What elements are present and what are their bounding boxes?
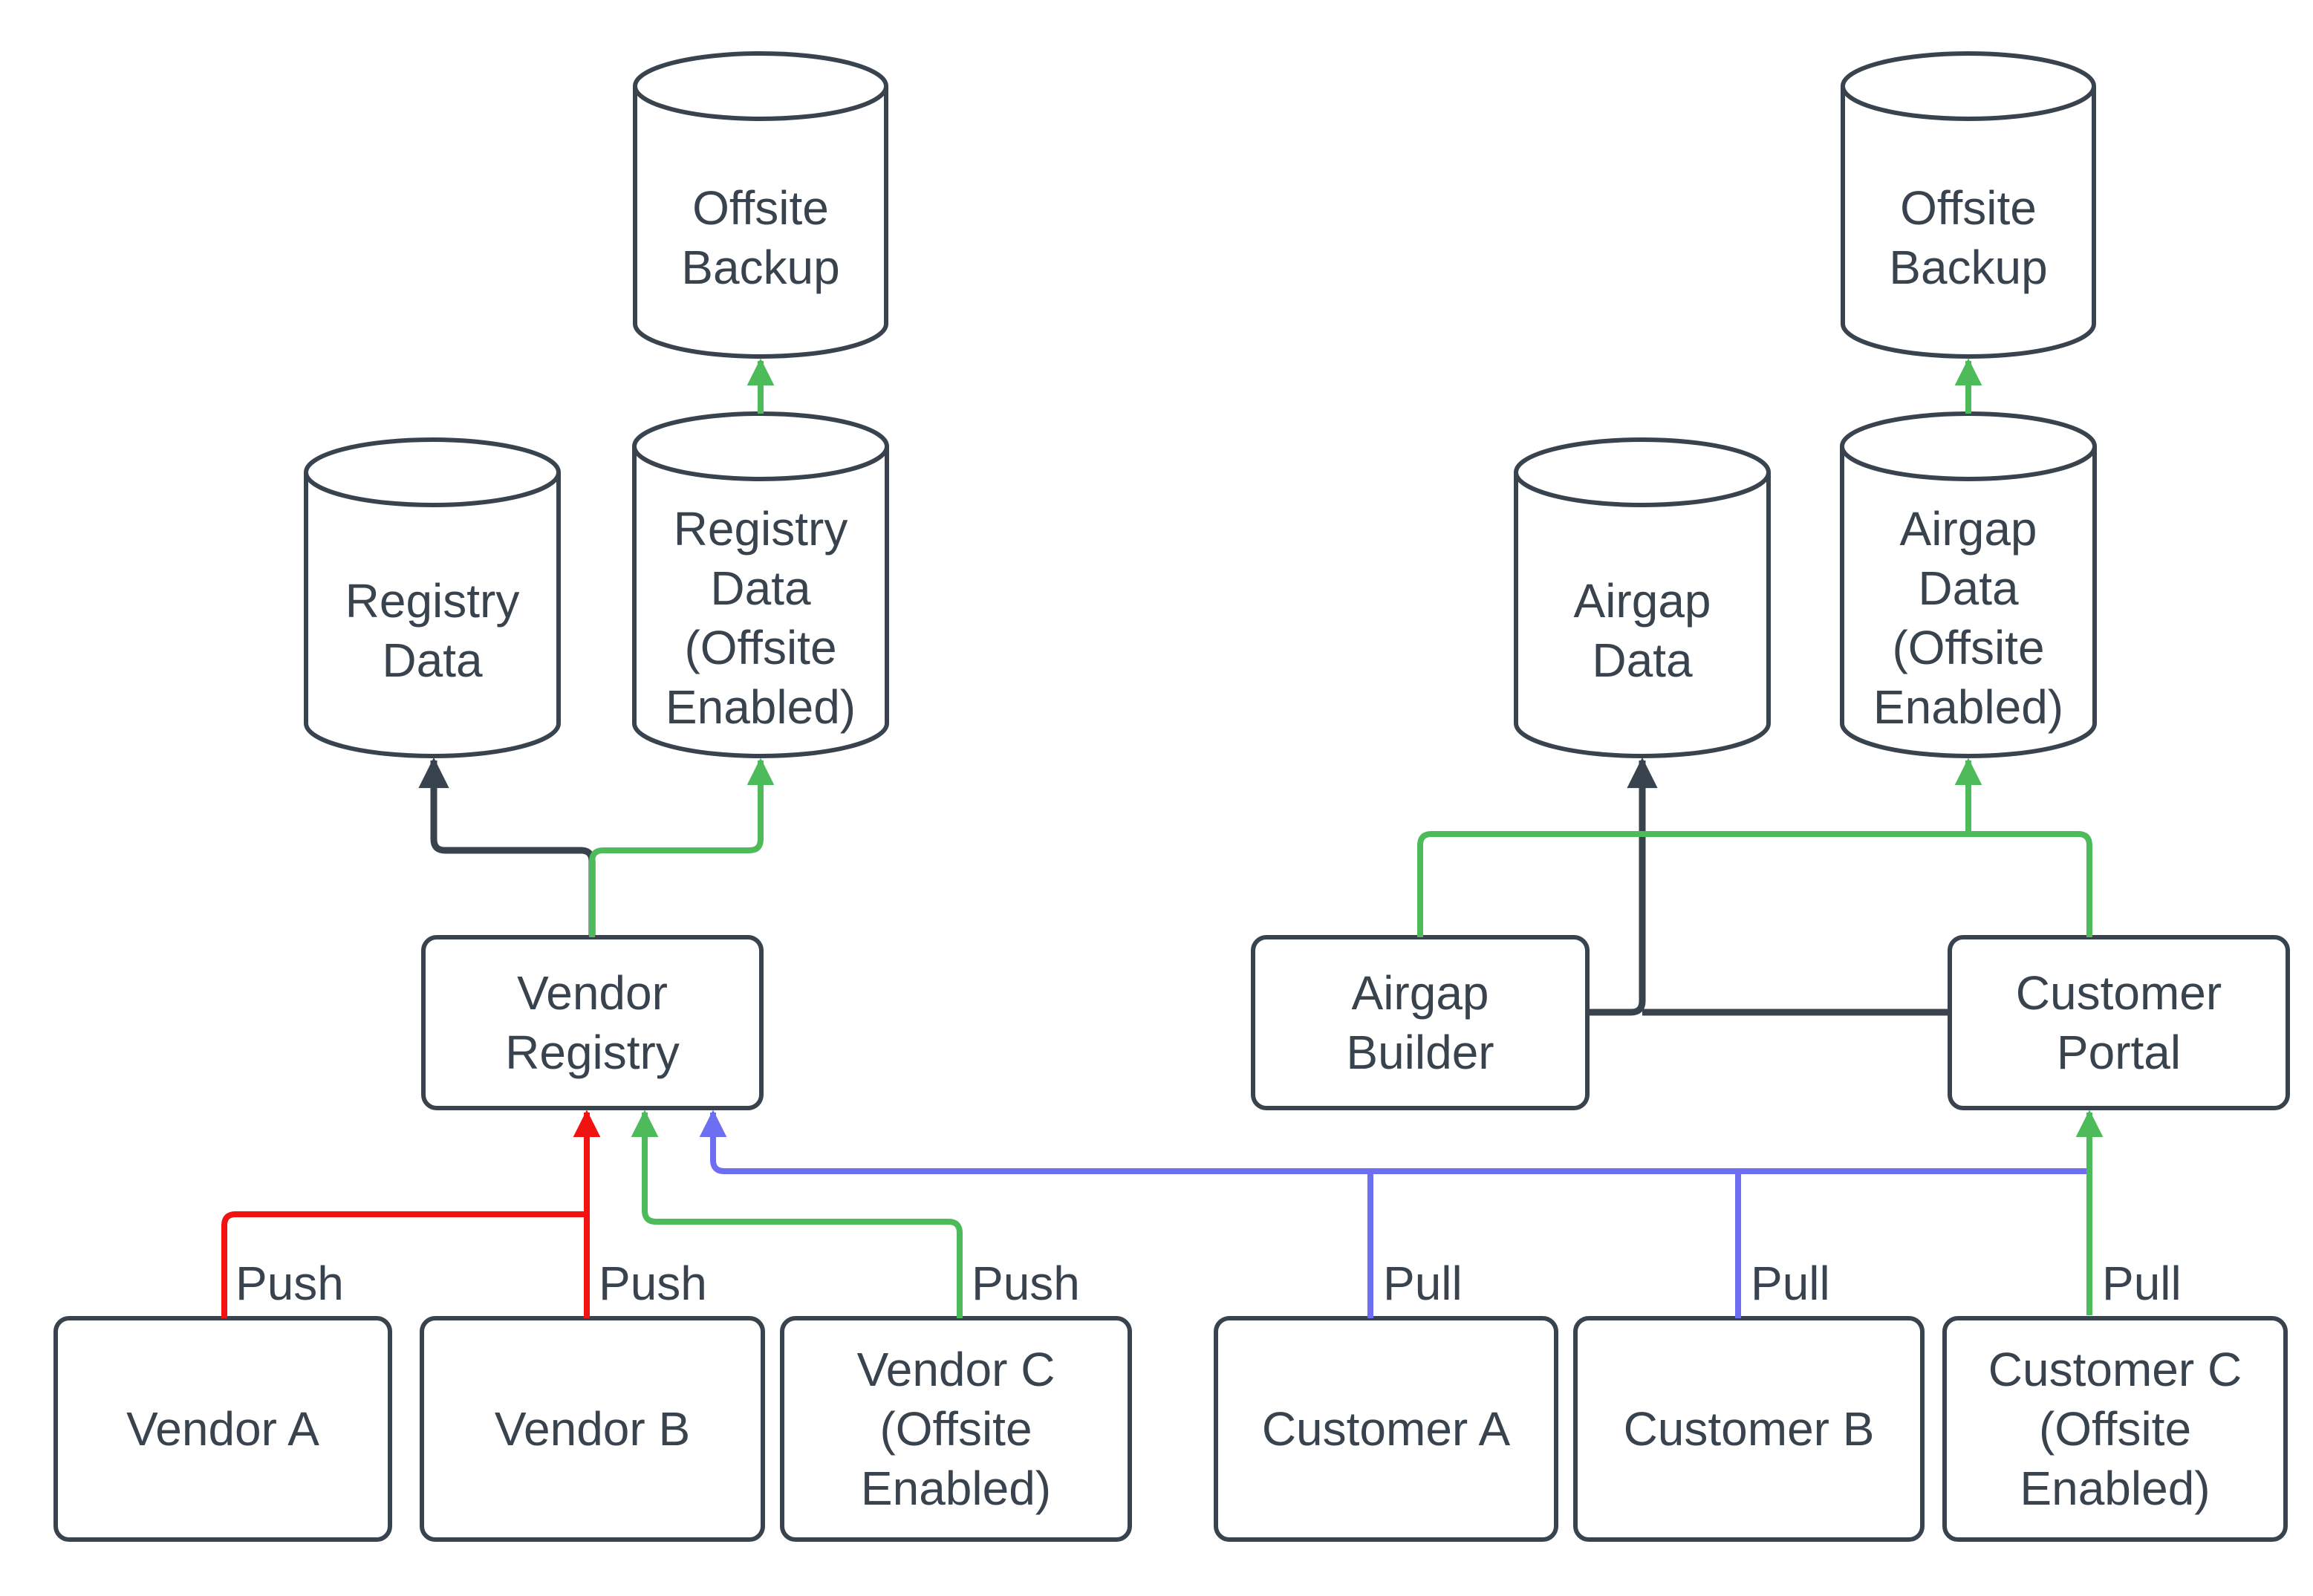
box-customer-portal (1948, 935, 2290, 1110)
cylinder-registry-data (304, 437, 561, 758)
box-vendor-b (420, 1316, 765, 1542)
edge-vendor-a-push (221, 1211, 587, 1318)
edge-pull-bus-to-vendor-registry (699, 1110, 2089, 1174)
edge-airgap-builder-customer-portal-offsite-bus (1417, 831, 2092, 937)
box-vendor-c (780, 1316, 1132, 1542)
cylinder-top-arc (1840, 446, 2097, 481)
cylinder-body (304, 437, 561, 758)
cylinder-top-arc (633, 85, 888, 121)
box-vendor-a (53, 1316, 392, 1542)
cylinder-registry-data-offsite (632, 411, 889, 758)
edge-airgap-builder-to-airgap-data (1587, 757, 1658, 1016)
cylinder-body (1841, 51, 2096, 359)
box-vendor-registry (421, 935, 764, 1110)
cylinder-top-arc (304, 472, 561, 507)
box-customer-a (1214, 1316, 1558, 1542)
cylinder-top-arc (1841, 85, 2096, 121)
cylinder-offsite-backup-left (633, 51, 888, 359)
box-airgap-builder (1251, 935, 1590, 1110)
box-customer-c (1942, 1316, 2288, 1542)
box-customer-b (1573, 1316, 1925, 1542)
cylinder-body (633, 51, 888, 359)
cylinder-body (632, 411, 889, 758)
cylinder-top-arc (1514, 472, 1771, 507)
edge-vendor-registry-to-registry-data (418, 757, 596, 937)
cylinder-airgap-data (1514, 437, 1771, 758)
edge-vendor-c-push (631, 1110, 963, 1318)
cylinder-airgap-data-offsite (1840, 411, 2097, 758)
edge-vendor-registry-to-registry-data-offsite (589, 758, 775, 937)
cylinder-offsite-backup-right (1841, 51, 2096, 359)
cylinder-body (1840, 411, 2097, 758)
cylinder-top-arc (632, 446, 889, 481)
cylinder-body (1514, 437, 1771, 758)
